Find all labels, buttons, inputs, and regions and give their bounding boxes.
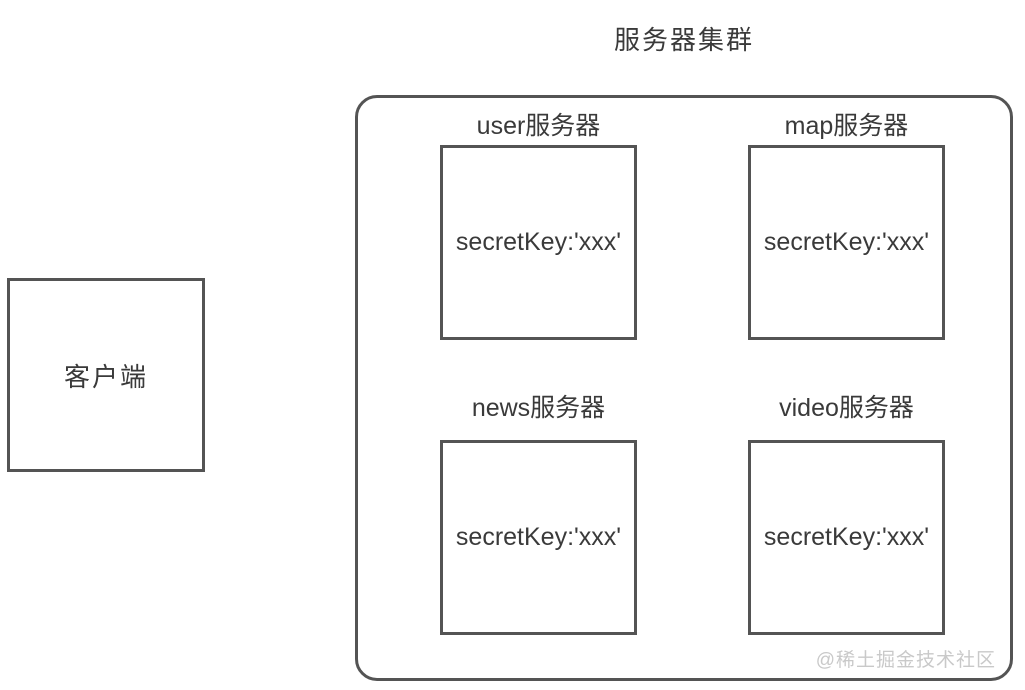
server-box-news: secretKey:'xxx' bbox=[440, 440, 637, 635]
secret-key-map: secretKey:'xxx' bbox=[763, 228, 930, 256]
server-label-map: map服务器 bbox=[784, 112, 909, 140]
secret-key-video: secretKey:'xxx' bbox=[763, 523, 930, 551]
server-label-video: video服务器 bbox=[779, 394, 914, 422]
server-box-map: secretKey:'xxx' bbox=[748, 145, 945, 340]
client-box: 客户端 bbox=[7, 278, 205, 472]
secret-key-news: secretKey:'xxx' bbox=[455, 523, 622, 551]
client-label: 客户端 bbox=[63, 361, 148, 392]
server-group-video: video服务器 secretKey:'xxx' bbox=[748, 393, 945, 635]
server-cluster-container: user服务器 secretKey:'xxx' map服务器 secretKey… bbox=[355, 95, 1013, 681]
server-group-map: map服务器 secretKey:'xxx' bbox=[748, 111, 945, 340]
server-group-user: user服务器 secretKey:'xxx' bbox=[440, 111, 637, 340]
server-box-video: secretKey:'xxx' bbox=[748, 440, 945, 635]
cluster-title: 服务器集群 bbox=[613, 25, 754, 55]
watermark: @稀土掘金技术社区 bbox=[815, 650, 996, 671]
server-label-news: news服务器 bbox=[471, 394, 606, 422]
server-group-news: news服务器 secretKey:'xxx' bbox=[440, 393, 637, 635]
secret-key-user: secretKey:'xxx' bbox=[455, 228, 622, 256]
server-label-user: user服务器 bbox=[476, 112, 601, 140]
server-box-user: secretKey:'xxx' bbox=[440, 145, 637, 340]
